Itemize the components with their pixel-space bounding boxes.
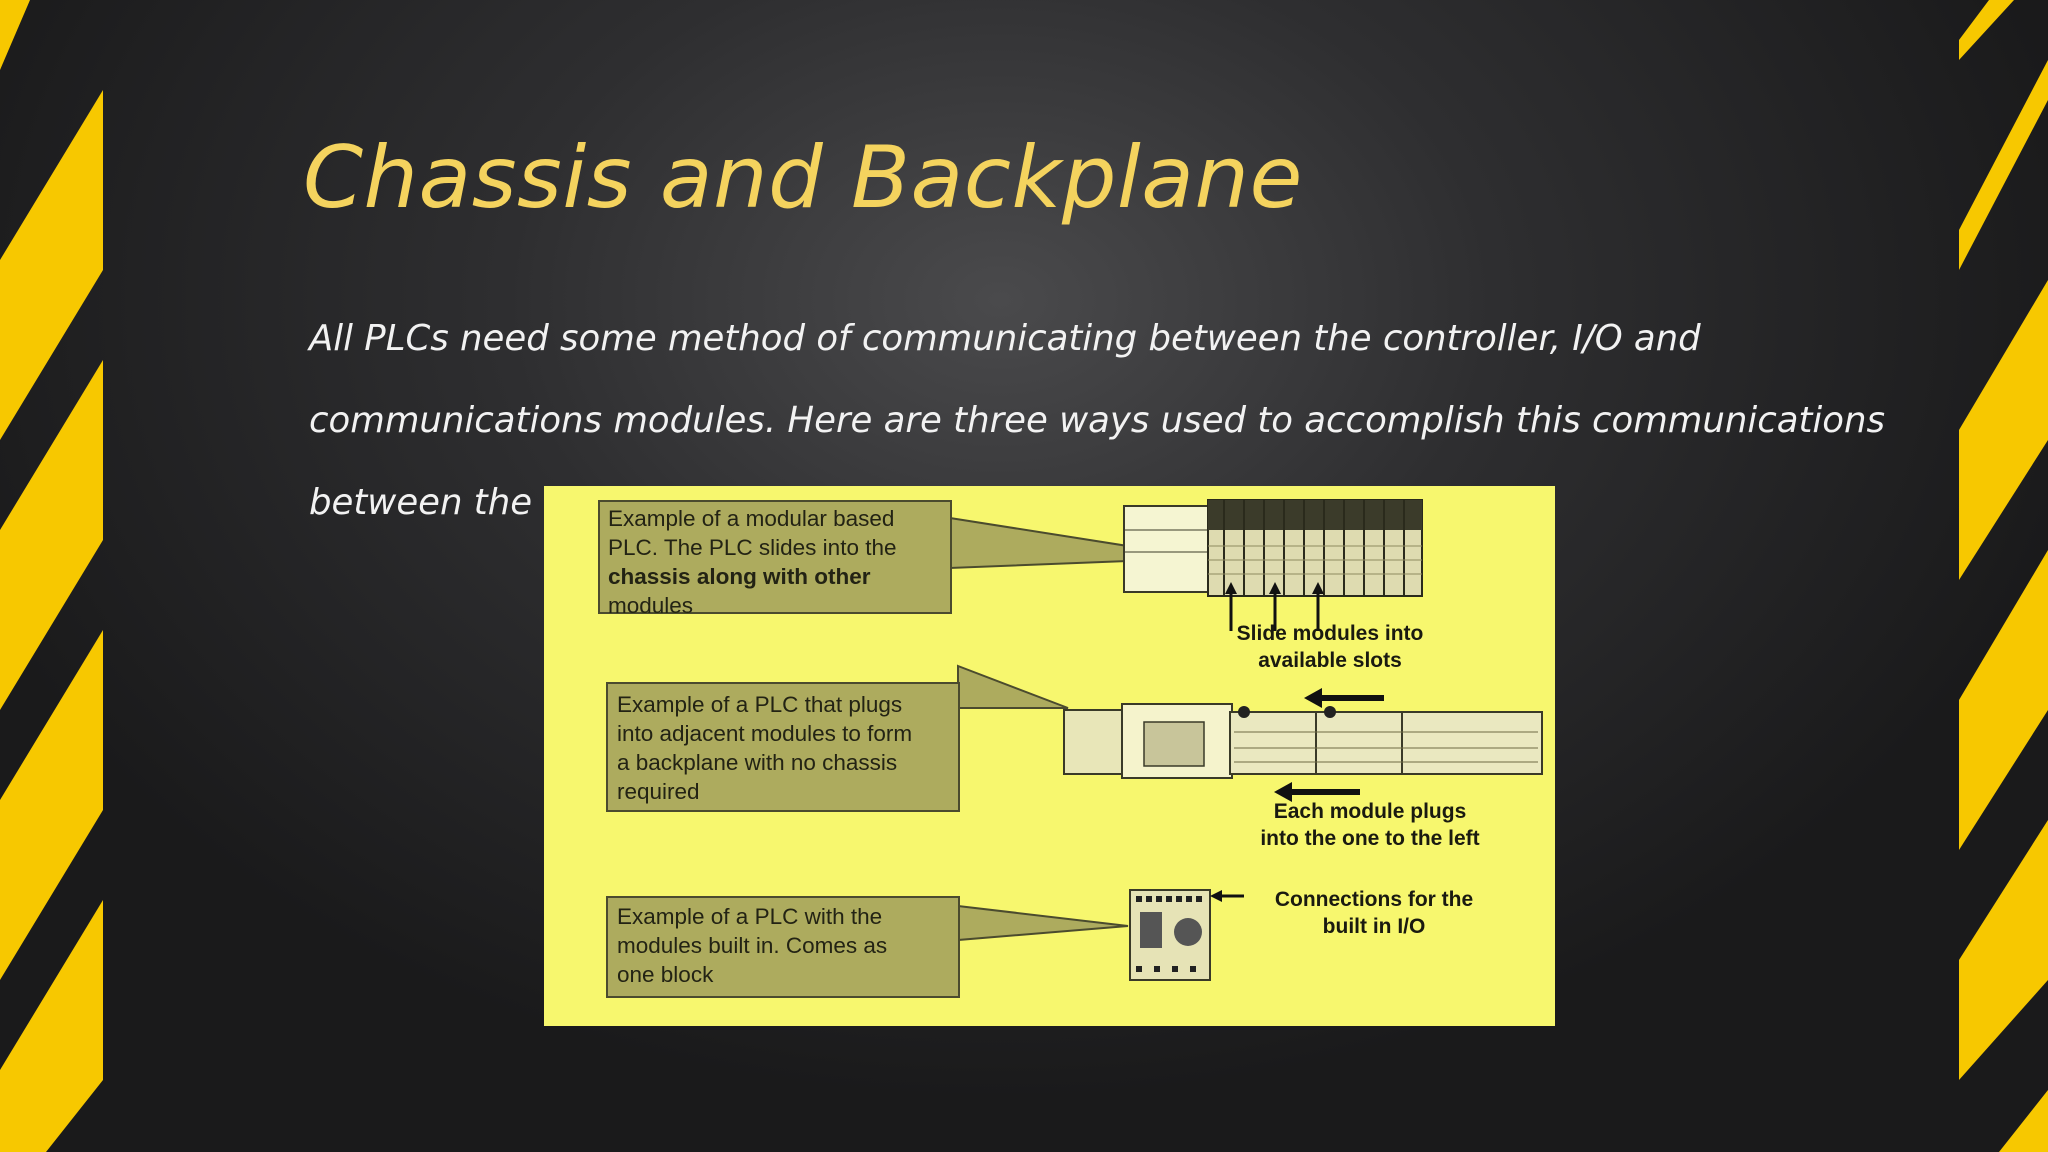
callout-built-in-line: Example of a PLC with the bbox=[617, 904, 883, 929]
caption-slide-modules: Slide modules into available slots bbox=[1200, 620, 1460, 674]
callout-plug-in-text: Example of a PLC that plugs into adjacen… bbox=[617, 690, 912, 806]
callout-plug-in bbox=[606, 682, 960, 812]
callout-modular-text: Example of a modular based PLC. The PLC … bbox=[608, 504, 897, 620]
slide-title: Chassis and Backplane bbox=[303, 128, 1303, 228]
caption-line: built in I/O bbox=[1322, 915, 1426, 938]
caption-line: into the one to the left bbox=[1260, 827, 1480, 850]
modular-plc-illustration bbox=[1123, 499, 1423, 631]
caption-line: Connections for the bbox=[1274, 888, 1474, 911]
block-plc-illustration bbox=[1129, 889, 1244, 981]
caption-line: Each module plugs bbox=[1273, 800, 1467, 823]
body-line-2: communications modules. Here are three w… bbox=[309, 400, 1886, 441]
callout-modular-line: Example of a modular based bbox=[608, 506, 895, 531]
callout-built-in-line: one block bbox=[617, 962, 714, 987]
caption-line: available slots bbox=[1258, 649, 1402, 672]
callout-plug-in-line: Example of a PLC that plugs bbox=[617, 692, 903, 717]
callout-3-pointer bbox=[957, 904, 1129, 942]
callout-modular-line: chassis along with other bbox=[608, 564, 871, 589]
callout-plug-in-line: a backplane with no chassis bbox=[617, 750, 898, 775]
plc-backplane-diagram: Example of a modular based PLC. The PLC … bbox=[544, 486, 1555, 1026]
caption-line: Slide modules into bbox=[1236, 622, 1424, 645]
caption-each-module: Each module plugs into the one to the le… bbox=[1220, 798, 1520, 852]
callout-modular-line: PLC. The PLC slides into the bbox=[608, 535, 897, 560]
callout-modular-line: modules bbox=[608, 593, 694, 618]
callout-built-in-line: modules built in. Comes as bbox=[617, 933, 888, 958]
callout-built-in bbox=[606, 896, 960, 998]
callout-2-pointer bbox=[957, 664, 1069, 709]
callout-modular bbox=[598, 500, 952, 614]
hazard-stripe-left bbox=[0, 0, 103, 1152]
plug-in-plc-illustration bbox=[1063, 688, 1543, 802]
body-line-1: All PLCs need some method of communicati… bbox=[309, 318, 1701, 359]
diagram-illustration bbox=[949, 499, 1543, 981]
caption-connections: Connections for the built in I/O bbox=[1244, 886, 1504, 940]
callout-plug-in-line: required bbox=[617, 779, 700, 804]
callout-built-in-text: Example of a PLC with the modules built … bbox=[617, 902, 887, 989]
hazard-stripe-right bbox=[1959, 0, 2048, 1152]
callout-plug-in-line: into adjacent modules to form bbox=[617, 721, 913, 746]
